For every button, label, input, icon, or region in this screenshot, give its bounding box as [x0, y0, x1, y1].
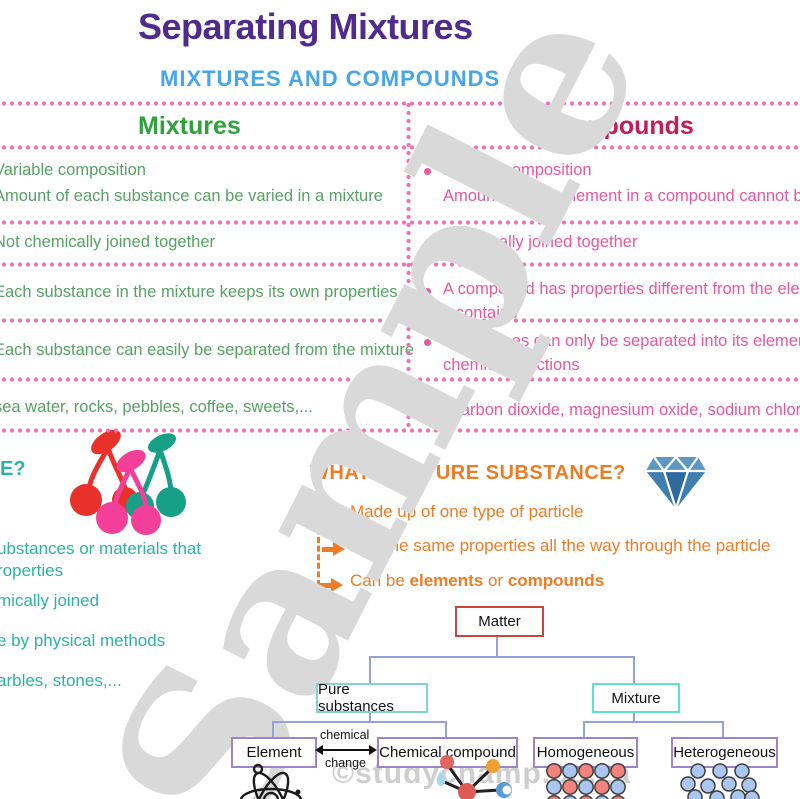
molecule-icon: [400, 752, 535, 799]
arrow-right-icon: [322, 542, 345, 556]
section-heading-mixtures-and-compounds: MIXTURES AND COMPOUNDS: [160, 66, 501, 91]
mixtures-row3: Each substance in the mixture keeps its …: [0, 283, 398, 301]
text-segment-bold: elements: [409, 571, 484, 590]
heterogeneous-particles-icon: [680, 763, 760, 799]
mixture-line-3: mically joined: [0, 591, 100, 610]
mixture-line-4: e by physical methods: [0, 631, 166, 650]
column-header-mixtures: Mixtures: [138, 112, 241, 140]
table-border-row4: [0, 377, 800, 382]
compounds-row2: Chemically joined together: [443, 233, 638, 251]
mixtures-row4: Each substance can easily be separated f…: [0, 341, 415, 359]
mixture-heading-fragment: E?: [0, 458, 26, 480]
flowchart-connector: [369, 656, 371, 683]
mixture-line-5: arbles, stones,...: [0, 671, 122, 690]
table-border-row2: [0, 262, 800, 267]
mixtures-row1-line2: Amount of each substance can be varied i…: [0, 187, 383, 205]
bullet-icon: [424, 288, 431, 295]
pure-substance-heading: WHAT IS A PURE SUBSTANCE?: [310, 462, 626, 484]
flowchart-connector: [633, 709, 635, 722]
flowchart-connector: [722, 721, 724, 737]
flowchart-connector: [583, 721, 724, 723]
pure-bullet-1: Made up of one type of particle: [350, 502, 584, 521]
flowchart-box-matter: Matter: [455, 606, 544, 637]
table-border-row1: [0, 220, 800, 225]
compounds-row3-line2: it contains: [443, 304, 518, 322]
pure-bullet-2: Has the same properties all the way thro…: [350, 536, 771, 555]
compounds-row4-line1: Substances can only be separated into it…: [443, 332, 800, 350]
page-title: Separating Mixtures: [138, 6, 473, 47]
atom-icon: [238, 762, 304, 799]
compounds-row4-line2: chemical reactions: [443, 356, 580, 374]
text-segment: or: [483, 571, 508, 590]
diamond-icon: [644, 452, 708, 512]
compounds-row1-line2: Amount of each element in a compound can…: [443, 187, 800, 205]
compounds-row3-line1: A compound has properties different from…: [443, 280, 800, 298]
mixture-line-1: ubstances or materials that: [0, 539, 202, 558]
column-header-compounds: Compounds: [548, 112, 694, 140]
mixture-line-2: roperties: [0, 561, 64, 580]
arrow-right-icon: [320, 578, 343, 592]
flowchart-connector: [445, 721, 447, 737]
table-border-top: [0, 101, 800, 106]
table-border-row3: [0, 318, 800, 323]
arrow-right-icon: [320, 508, 343, 522]
table-border-bottom: [0, 428, 800, 433]
flowchart-box-pure-substances: Pure substances: [316, 681, 428, 715]
double-arrow-icon: [314, 744, 378, 756]
flowchart-connector: [633, 656, 635, 683]
flowchart-box-mixture: Mixture: [592, 683, 680, 713]
text-segment: Can be: [350, 571, 410, 590]
compounds-row5: water, carbon dioxide, magnesium oxide, …: [404, 401, 800, 419]
flowchart-connector: [272, 721, 274, 737]
flowchart-box-element: Element: [231, 737, 317, 768]
flowchart-connector: [369, 656, 635, 658]
flowchart-connector: [369, 709, 371, 722]
pure-substance-connector-line: [317, 494, 320, 586]
chemical-change-label-bottom: change: [325, 756, 367, 770]
flowchart-connector: [583, 721, 585, 737]
text-segment-bold: compounds: [507, 571, 605, 590]
cherries-icon: [68, 429, 190, 545]
mixtures-row1-line1: Variable composition: [0, 161, 146, 179]
bullet-icon: [424, 168, 431, 175]
bullet-icon: [424, 339, 431, 346]
bullet-icon: [424, 240, 431, 247]
mixtures-row5: sea water, rocks, pebbles, coffee, sweet…: [0, 398, 313, 416]
compounds-row1-line1: Definite composition: [443, 161, 592, 179]
table-border-divider: [406, 101, 411, 431]
pure-bullet-3: Can be elements or compounds: [350, 571, 604, 591]
flowchart-connector: [272, 721, 447, 723]
flowchart-connector: [496, 633, 498, 657]
homogeneous-particles-icon: [545, 763, 627, 799]
chemical-change-label-top: chemical: [320, 728, 370, 742]
table-border-header: [0, 145, 800, 150]
mixtures-row2: Not chemically joined together: [0, 233, 216, 251]
